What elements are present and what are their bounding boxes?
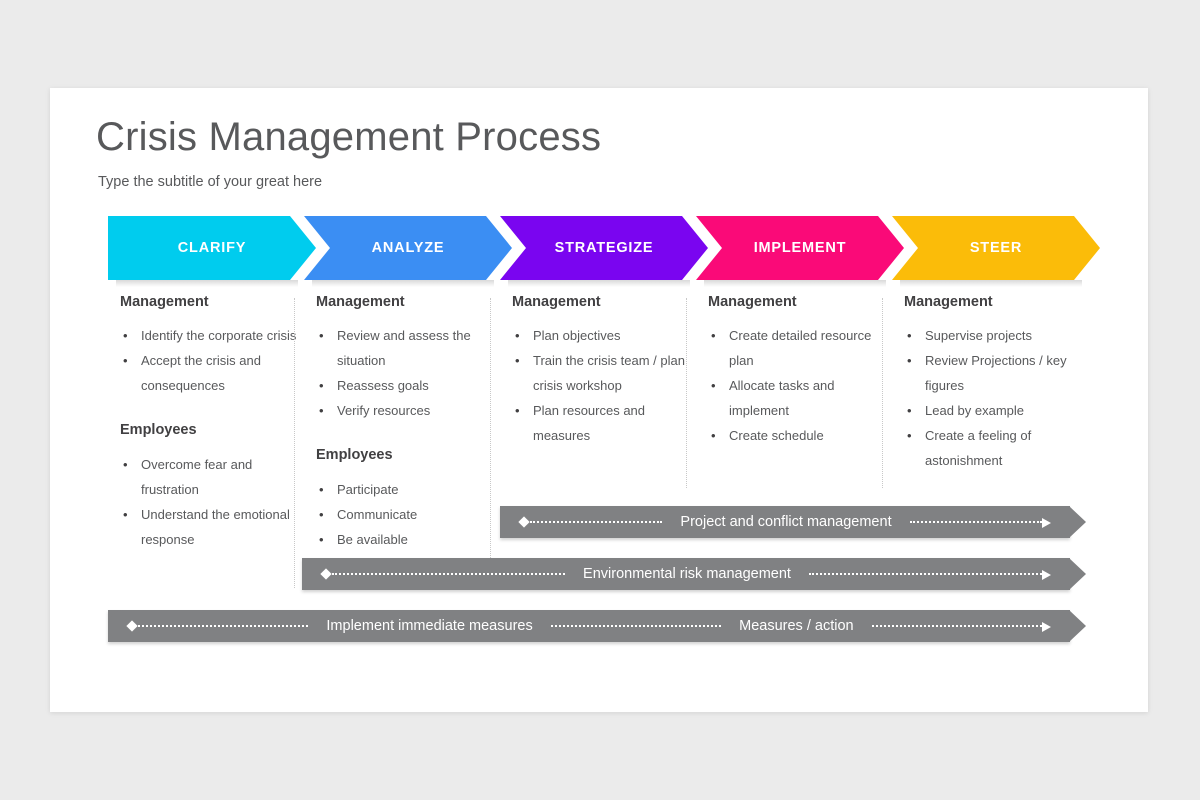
arrow-bar-1[interactable]: Project and conflict management bbox=[500, 506, 1086, 538]
bullet-item: Accept the crisis and consequences bbox=[120, 348, 300, 398]
bullet-list: Supervise projectsReview Projections / k… bbox=[904, 323, 1084, 473]
bullet-item: Communicate bbox=[316, 502, 496, 527]
bullet-item: Review Projections / key figures bbox=[904, 348, 1084, 398]
bullet-item: Understand the emotional response bbox=[120, 502, 300, 552]
bullet-item: Overcome fear and frustration bbox=[120, 452, 300, 502]
bullet-list: Plan objectivesTrain the crisis team / p… bbox=[512, 323, 692, 448]
column-divider bbox=[686, 298, 687, 488]
phase-column-strategize: ManagementPlan objectivesTrain the crisi… bbox=[512, 294, 692, 448]
phase-chevron-strategize[interactable]: STRATEGIZE bbox=[500, 216, 708, 280]
arrow-bar-content: Project and conflict management bbox=[500, 506, 1070, 538]
bullet-item: Be available bbox=[316, 527, 496, 552]
phase-chevron-band: CLARIFY ANALYZE STRATEGIZE IMPLEMENT STEER bbox=[108, 216, 1108, 287]
bullet-item: Train the crisis team / plan crisis work… bbox=[512, 348, 692, 398]
dotted-line-with-diamond-icon bbox=[530, 520, 663, 524]
phase-chevron-label: ANALYZE bbox=[371, 240, 445, 256]
arrow-bar-content: Implement immediate measures Measures / a… bbox=[108, 610, 1070, 642]
chevron-shadow bbox=[312, 280, 494, 287]
bullet-item: Reassess goals bbox=[316, 373, 496, 398]
bullet-item: Lead by example bbox=[904, 398, 1084, 423]
column-divider bbox=[490, 298, 491, 588]
phase-column-implement: ManagementCreate detailed resource planA… bbox=[708, 294, 888, 448]
chevron-shadow bbox=[704, 280, 886, 287]
column-divider bbox=[294, 298, 295, 588]
bullet-list: Create detailed resource planAllocate ta… bbox=[708, 323, 888, 448]
phase-chevron-label: IMPLEMENT bbox=[753, 240, 847, 256]
chevron-shadow bbox=[116, 280, 298, 287]
phase-chevron-steer[interactable]: STEER bbox=[892, 216, 1100, 280]
arrow-bar-2[interactable]: Environmental risk management bbox=[302, 558, 1086, 590]
chevron-shadow bbox=[508, 280, 690, 287]
arrow-bar-label: Project and conflict management bbox=[680, 514, 892, 530]
group-title-employees: Employees bbox=[120, 422, 197, 439]
arrow-bar-3[interactable]: Implement immediate measures Measures / a… bbox=[108, 610, 1086, 642]
bullet-item: Create a feeling of astonishment bbox=[904, 423, 1084, 473]
arrow-bar-label: Implement immediate measures bbox=[326, 618, 533, 634]
phase-chevron-label: STRATEGIZE bbox=[554, 240, 654, 256]
group-title-management: Management bbox=[904, 294, 993, 310]
phase-chevron-label: STEER bbox=[969, 240, 1023, 256]
bullet-item: Review and assess the situation bbox=[316, 323, 496, 373]
dotted-line-with-arrow-icon bbox=[808, 569, 1052, 580]
bullet-item: Allocate tasks and implement bbox=[708, 373, 888, 423]
slide-card: Crisis Management Process Type the subti… bbox=[50, 88, 1148, 712]
phase-chevron-implement[interactable]: IMPLEMENT bbox=[696, 216, 904, 280]
dotted-line-with-arrow-icon bbox=[909, 517, 1052, 528]
bullet-list: Identify the corporate crisisAccept the … bbox=[120, 323, 300, 398]
phase-columns: ManagementIdentify the corporate crisisA… bbox=[108, 294, 1118, 588]
page-title: Crisis Management Process bbox=[96, 115, 602, 159]
page-subtitle: Type the subtitle of your great here bbox=[98, 174, 323, 190]
phase-chevron-clarify[interactable]: CLARIFY bbox=[108, 216, 316, 280]
chevron-shadow bbox=[900, 280, 1082, 287]
arrow-bar-content: Environmental risk management bbox=[302, 558, 1070, 590]
phase-column-steer: ManagementSupervise projectsReview Proje… bbox=[904, 294, 1084, 473]
group-title-management: Management bbox=[708, 294, 797, 310]
group-title-management: Management bbox=[120, 294, 209, 310]
bullet-item: Plan objectives bbox=[512, 323, 692, 348]
bullet-list: Review and assess the situationReassess … bbox=[316, 323, 496, 423]
bullet-item: Supervise projects bbox=[904, 323, 1084, 348]
bullet-list: Overcome fear and frustrationUnderstand … bbox=[120, 452, 300, 552]
group-title-employees: Employees bbox=[316, 447, 393, 464]
dotted-line-with-diamond-icon bbox=[332, 572, 566, 576]
bullet-item: Identify the corporate crisis bbox=[120, 323, 300, 348]
phase-chevron-label: CLARIFY bbox=[177, 240, 247, 256]
dotted-line-with-arrow-icon bbox=[871, 621, 1052, 632]
bullet-item: Plan resources and measures bbox=[512, 398, 692, 448]
dotted-line-with-diamond-icon bbox=[138, 624, 309, 628]
group-title-management: Management bbox=[316, 294, 405, 310]
bullet-item: Verify resources bbox=[316, 398, 496, 423]
bullet-item: Create schedule bbox=[708, 423, 888, 448]
group-title-management: Management bbox=[512, 294, 601, 310]
phase-column-clarify: ManagementIdentify the corporate crisisA… bbox=[120, 294, 300, 552]
dotted-line-icon bbox=[550, 624, 722, 628]
arrow-bar-label: Measures / action bbox=[739, 618, 854, 634]
bullet-item: Participate bbox=[316, 477, 496, 502]
column-divider bbox=[882, 298, 883, 488]
arrow-bar-tip-icon bbox=[1069, 610, 1086, 642]
phase-column-analyze: ManagementReview and assess the situatio… bbox=[316, 294, 496, 552]
bullet-item: Create detailed resource plan bbox=[708, 323, 888, 373]
bullet-list: ParticipateCommunicateBe available bbox=[316, 477, 496, 552]
phase-chevron-analyze[interactable]: ANALYZE bbox=[304, 216, 512, 280]
arrow-bar-label: Environmental risk management bbox=[583, 566, 791, 582]
